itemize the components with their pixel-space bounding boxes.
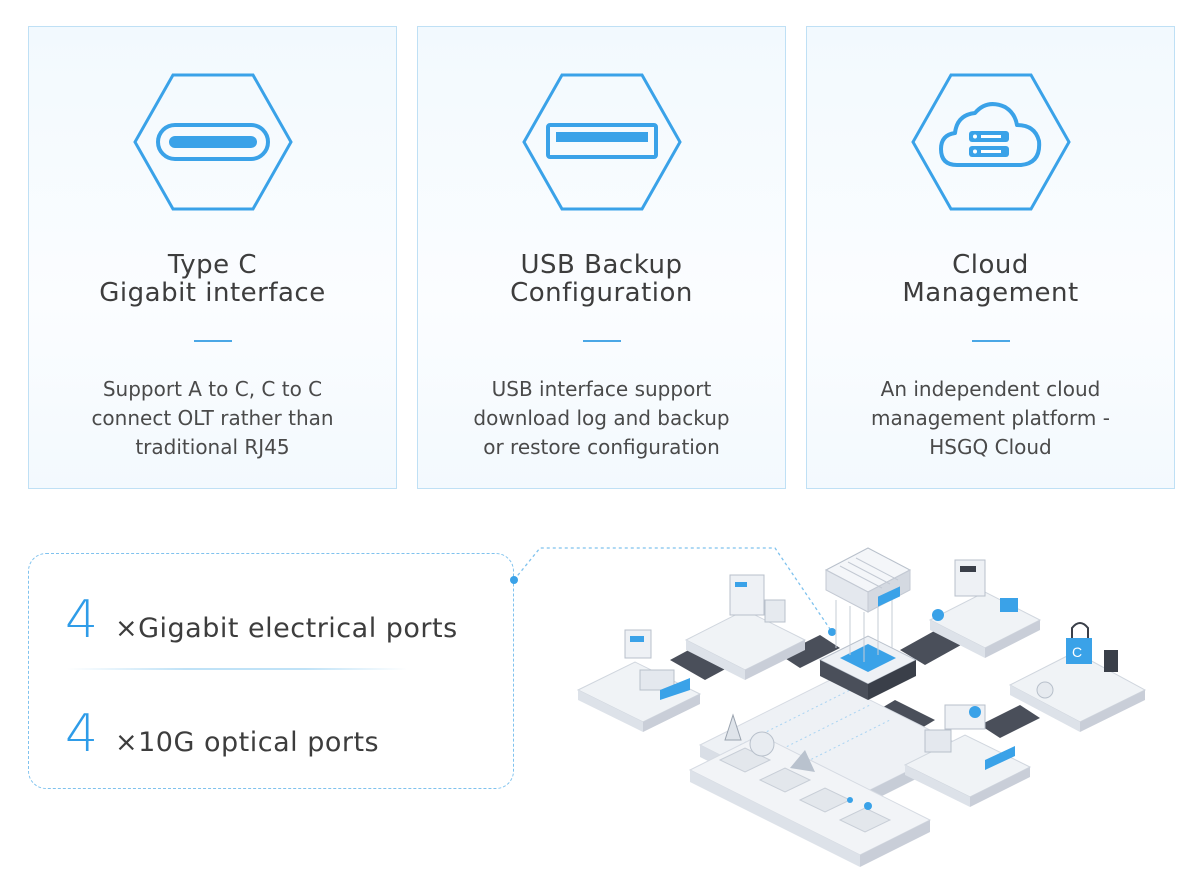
port-row-gigabit: 4 ×Gigabit electrical ports <box>65 590 458 650</box>
port-label: ×10G optical ports <box>115 727 380 758</box>
feature-description: An independent cloud management platform… <box>871 377 1110 459</box>
title-underline <box>582 340 621 342</box>
port-row-10g: 4 ×10G optical ports <box>65 704 379 764</box>
feature-title: Cloud Management <box>902 250 1079 308</box>
title-underline <box>193 340 232 342</box>
port-count: 4 <box>65 704 99 764</box>
divider <box>67 668 407 670</box>
ports-callout: 4 ×Gigabit electrical ports 4 ×10G optic… <box>28 553 514 789</box>
feature-description: Support A to C, C to C connect OLT rathe… <box>91 377 334 459</box>
feature-title: Type C Gigabit interface <box>99 250 326 308</box>
port-count: 4 <box>65 590 99 650</box>
feature-title: USB Backup Configuration <box>510 250 693 308</box>
feature-card-type-c: Type C Gigabit interface Support A to C,… <box>28 26 397 489</box>
feature-card-cloud: Cloud Management An independent cloud ma… <box>806 26 1175 489</box>
feature-card-usb-backup: USB Backup Configuration USB interface s… <box>417 26 786 489</box>
title-underline <box>971 340 1010 342</box>
feature-description: USB interface support download log and b… <box>473 377 730 459</box>
usb-port-icon <box>521 73 682 211</box>
port-label: ×Gigabit electrical ports <box>115 613 458 644</box>
svg-text:C: C <box>1072 644 1082 660</box>
usb-type-c-icon <box>132 73 293 211</box>
cloud-server-icon <box>910 73 1071 211</box>
